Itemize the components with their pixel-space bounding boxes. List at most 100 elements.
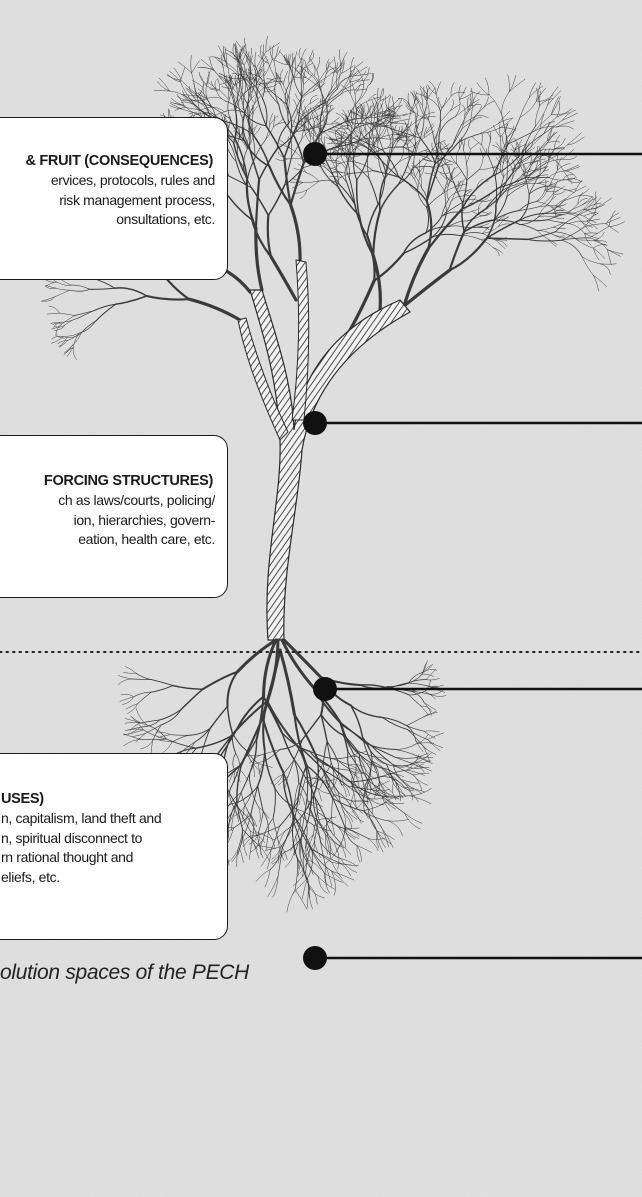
- branch: [322, 86, 338, 105]
- branch: [502, 92, 510, 115]
- figure-caption: olution spaces of the PECH: [0, 961, 340, 991]
- branch: [196, 99, 209, 112]
- branch: [255, 141, 265, 159]
- branch: [453, 129, 463, 145]
- branch: [440, 111, 450, 122]
- branch: [265, 86, 279, 105]
- branch: [590, 226, 609, 238]
- branch: [585, 233, 598, 234]
- card-reinforcing-structures: FORCING STRUCTURES) ch as laws/courts, p…: [0, 435, 228, 598]
- branch: [487, 132, 491, 143]
- root-strand: [327, 821, 339, 841]
- root-strand: [388, 819, 408, 821]
- branch: [520, 224, 538, 230]
- branch: [480, 168, 493, 170]
- branch: [453, 125, 462, 145]
- branch: [551, 113, 569, 115]
- branch: [289, 69, 290, 85]
- branch: [482, 101, 494, 109]
- root-strand: [266, 832, 268, 850]
- root-strand: [396, 758, 415, 759]
- branch: [447, 186, 449, 200]
- branch: [593, 244, 606, 248]
- branch: [54, 290, 69, 297]
- root-strand: [406, 785, 422, 794]
- branch: [378, 88, 379, 100]
- branch: [555, 138, 566, 149]
- branch: [147, 296, 189, 300]
- root-strand: [395, 749, 417, 755]
- card-text-line: onsultations, etc.: [0, 210, 215, 230]
- branch: [553, 190, 566, 195]
- branch: [295, 190, 307, 193]
- root-strand: [324, 873, 342, 882]
- card-text-line: rn rational thought and: [0, 848, 215, 868]
- branch: [577, 240, 593, 248]
- branch: [320, 107, 327, 133]
- branch: [596, 192, 597, 208]
- branch: [519, 206, 540, 210]
- root-strand: [237, 765, 242, 802]
- root-strand: [118, 676, 132, 680]
- branch: [52, 324, 62, 329]
- branch: [335, 155, 343, 161]
- root-strand: [339, 841, 351, 855]
- branch: [529, 83, 536, 98]
- branch: [352, 83, 355, 94]
- branch: [181, 80, 195, 93]
- branch: [427, 88, 435, 100]
- root-strand: [324, 742, 328, 762]
- root-strand: [258, 764, 272, 768]
- branch: [215, 78, 218, 89]
- branch: [575, 186, 586, 191]
- branch: [446, 175, 448, 186]
- branch: [426, 208, 429, 233]
- branch: [59, 340, 67, 347]
- root-strand: [263, 812, 268, 833]
- branch: [64, 318, 78, 322]
- branch: [480, 158, 484, 170]
- root-strand: [267, 701, 296, 744]
- branch: [457, 164, 467, 180]
- branch: [268, 215, 271, 256]
- root-strand: [424, 731, 436, 738]
- branch: [456, 149, 459, 163]
- branch: [229, 85, 234, 100]
- branch: [418, 177, 420, 192]
- card-text-line: eliefs, etc.: [0, 868, 215, 888]
- branch: [443, 168, 454, 183]
- branch: [428, 85, 437, 94]
- branch: [191, 55, 192, 73]
- root-strand: [428, 733, 444, 740]
- branch: [521, 156, 531, 163]
- branch: [414, 155, 428, 168]
- root-strand: [259, 807, 261, 821]
- branch: [189, 299, 240, 320]
- root-strand: [333, 799, 345, 827]
- branch: [357, 180, 359, 216]
- branch: [445, 191, 447, 212]
- branch: [350, 82, 351, 94]
- branch: [372, 125, 384, 126]
- branch: [470, 143, 479, 150]
- root-strand: [243, 829, 259, 845]
- branch: [290, 55, 292, 66]
- root-strand: [404, 813, 420, 829]
- branch: [593, 275, 598, 291]
- root-strand: [151, 686, 173, 693]
- root-strand: [332, 817, 335, 835]
- branch: [301, 49, 306, 60]
- root-strand: [240, 849, 244, 863]
- root-strand: [275, 775, 283, 786]
- branch: [209, 57, 225, 62]
- branch: [234, 44, 238, 60]
- root-strand: [173, 686, 203, 690]
- branch: [416, 93, 428, 98]
- branch: [199, 72, 207, 84]
- card-text-line: risk management process,: [0, 191, 215, 211]
- branch: [438, 97, 442, 108]
- branch: [556, 126, 573, 129]
- branch: [497, 241, 506, 249]
- root-strand: [428, 740, 443, 748]
- root-strand: [256, 870, 270, 882]
